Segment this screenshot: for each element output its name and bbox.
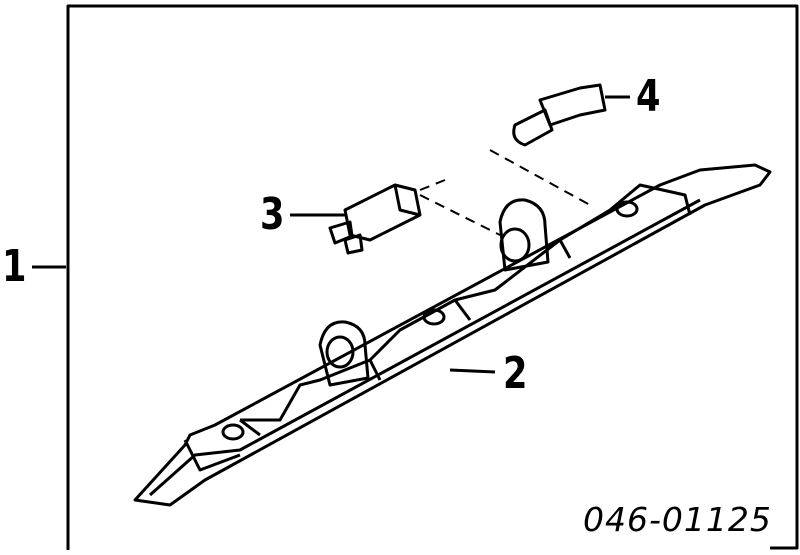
callout-2: 2 <box>503 348 528 399</box>
part-code-label: 046-01125 <box>583 500 772 539</box>
light-bar-housing <box>133 163 772 507</box>
connector-part-3 <box>290 183 422 255</box>
callout-1: 1 <box>2 241 27 292</box>
callout-3: 3 <box>260 189 285 240</box>
callout-4: 4 <box>636 71 661 122</box>
diagram-frame <box>66 4 799 550</box>
bulb-socket-part-4 <box>512 83 630 147</box>
leader-line-2 <box>449 368 496 374</box>
